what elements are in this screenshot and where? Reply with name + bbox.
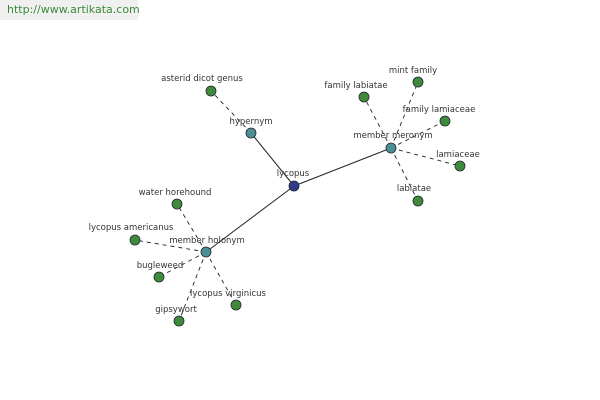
label-lamiaceae[interactable]: lamiaceae bbox=[436, 150, 480, 160]
label-mint-family[interactable]: mint family bbox=[389, 66, 437, 76]
site-url-link[interactable]: http://www.artikata.com bbox=[7, 3, 140, 16]
label-bugleweed[interactable]: bugleweed bbox=[137, 261, 184, 271]
nodes-layer bbox=[129, 76, 466, 327]
edge-lycopus-to-member-meronym bbox=[293, 147, 392, 187]
edge-member-meronym-to-mint-family bbox=[390, 81, 419, 149]
label-hypernym[interactable]: hypernym bbox=[229, 117, 272, 127]
node-lamiaceae[interactable] bbox=[454, 160, 466, 172]
node-lycopus-americanus[interactable] bbox=[129, 234, 141, 246]
label-lycopus-virginicus[interactable]: lycopus virginicus bbox=[190, 289, 266, 299]
node-gipsywort[interactable] bbox=[173, 315, 185, 327]
node-hypernym[interactable] bbox=[245, 127, 257, 139]
node-lycopus-virginicus[interactable] bbox=[230, 299, 242, 311]
edge-member-holonym-to-water-horehound bbox=[176, 203, 207, 253]
label-water-horehound[interactable]: water horehound bbox=[139, 188, 212, 198]
edge-member-meronym-to-family-lamiaceae bbox=[390, 120, 446, 149]
node-family-labiatae[interactable] bbox=[358, 91, 370, 103]
label-asterid-dicot-genus[interactable]: asterid dicot genus bbox=[161, 74, 243, 84]
node-lycopus[interactable] bbox=[288, 180, 300, 192]
node-member-holonym[interactable] bbox=[200, 246, 212, 258]
edge-hypernym-to-asterid-dicot-genus bbox=[210, 90, 252, 134]
label-labiatae[interactable]: labiatae bbox=[397, 184, 431, 194]
node-member-meronym[interactable] bbox=[385, 142, 397, 154]
label-lycopus[interactable]: lycopus bbox=[277, 169, 310, 179]
labels-layer: lycopus hypernym member meronym member holo… bbox=[89, 66, 480, 315]
edge-member-meronym-to-labiatae bbox=[390, 147, 419, 202]
edge-member-holonym-to-bugleweed bbox=[158, 251, 207, 278]
node-water-horehound[interactable] bbox=[171, 198, 183, 210]
node-bugleweed[interactable] bbox=[153, 271, 165, 283]
edge-lycopus-to-hypernym bbox=[250, 132, 295, 187]
edge-lycopus-to-member-holonym bbox=[205, 185, 295, 253]
node-asterid-dicot-genus[interactable] bbox=[205, 85, 217, 97]
label-member-meronym[interactable]: member meronym bbox=[353, 131, 432, 141]
label-family-lamiaceae[interactable]: family lamiaceae bbox=[403, 105, 476, 115]
node-mint-family[interactable] bbox=[412, 76, 424, 88]
edges-layer bbox=[134, 81, 461, 322]
node-family-lamiaceae[interactable] bbox=[439, 115, 451, 127]
edge-member-meronym-to-family-labiatae bbox=[363, 96, 392, 149]
label-family-labiatae[interactable]: family labiatae bbox=[324, 81, 387, 91]
url-bar: http://www.artikata.com bbox=[0, 0, 140, 20]
node-labiatae[interactable] bbox=[412, 195, 424, 207]
label-lycopus-americanus[interactable]: lycopus americanus bbox=[89, 223, 174, 233]
edge-member-holonym-to-lycopus-virginicus bbox=[205, 251, 237, 306]
label-gipsywort[interactable]: gipsywort bbox=[155, 305, 197, 315]
label-member-holonym[interactable]: member holonym bbox=[169, 236, 244, 246]
edge-member-meronym-to-lamiaceae bbox=[390, 147, 461, 167]
